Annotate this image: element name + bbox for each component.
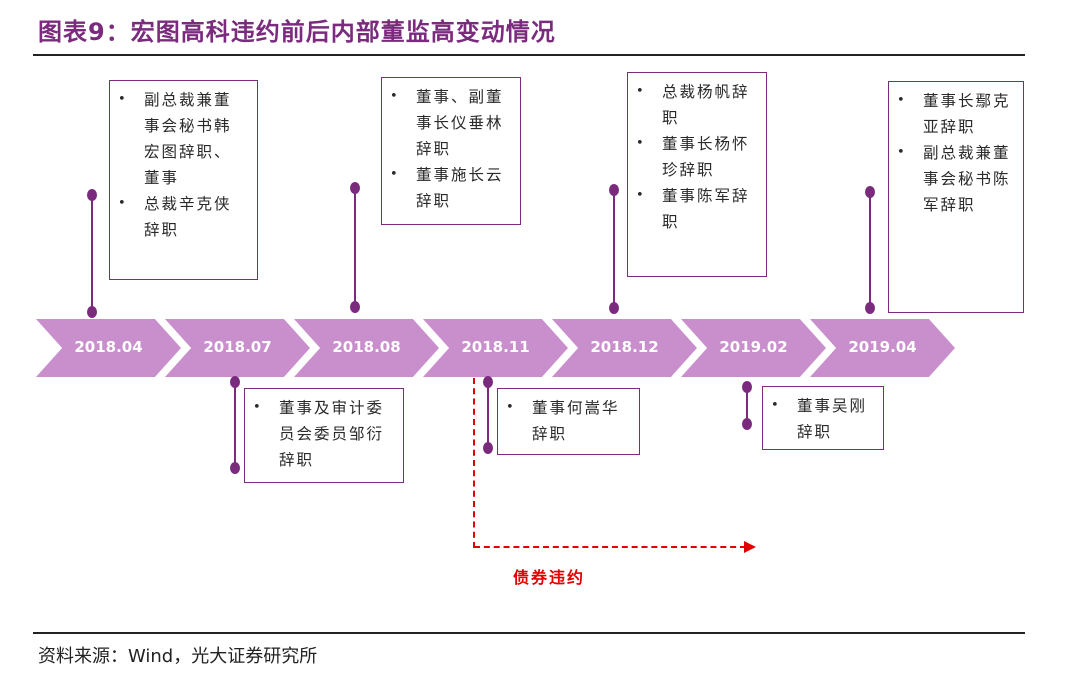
bullet-icon: • bbox=[897, 145, 905, 160]
list-item: • 董事及审计委员会委员邹衍辞职 bbox=[253, 395, 393, 473]
event-text: 董事陈军辞职 bbox=[662, 187, 750, 231]
event-text: 副总裁兼董事会秘书韩宏图辞职、董事 bbox=[144, 91, 232, 187]
timeline-chevron-2018-04: 2018.04 bbox=[36, 319, 181, 377]
list-item: • 副总裁兼董事会秘书陈军辞职 bbox=[897, 140, 1013, 218]
bullet-icon: • bbox=[636, 188, 644, 203]
event-text: 董事施长云辞职 bbox=[416, 166, 504, 210]
bullet-icon: • bbox=[390, 89, 398, 104]
connector-line bbox=[487, 382, 489, 448]
connector-dot bbox=[865, 302, 875, 314]
connector-dot bbox=[742, 381, 752, 393]
list-item: • 副总裁兼董事会秘书韩宏图辞职、董事 bbox=[118, 87, 247, 191]
top-divider bbox=[33, 54, 1025, 56]
connector-dot bbox=[483, 376, 493, 388]
list-item: • 董事长杨怀珍辞职 bbox=[636, 131, 756, 183]
bullet-icon: • bbox=[506, 400, 514, 415]
timeline-date: 2018.07 bbox=[203, 338, 272, 356]
timeline-date: 2019.02 bbox=[719, 338, 788, 356]
connector-dot bbox=[230, 462, 240, 474]
bullet-icon: • bbox=[897, 93, 905, 108]
bullet-icon: • bbox=[636, 84, 644, 99]
bullet-icon: • bbox=[390, 167, 398, 182]
bottom-divider bbox=[33, 632, 1025, 634]
connector-dot bbox=[87, 189, 97, 201]
connector-dot bbox=[87, 306, 97, 318]
event-text: 董事、副董事长仪垂林辞职 bbox=[416, 88, 504, 158]
default-period-line bbox=[474, 546, 746, 548]
list-item: • 总裁杨帆辞职 bbox=[636, 79, 756, 131]
connector-dot bbox=[230, 376, 240, 388]
event-box-2019-04: • 董事长鄢克亚辞职 • 副总裁兼董事会秘书陈军辞职 bbox=[888, 81, 1024, 313]
event-text: 董事长鄢克亚辞职 bbox=[923, 92, 1011, 136]
event-text: 董事吴刚辞职 bbox=[797, 397, 868, 441]
event-text: 董事何嵩华辞职 bbox=[532, 399, 620, 443]
timeline-chevron-2018-12: 2018.12 bbox=[552, 319, 697, 377]
arrow-right-icon bbox=[744, 541, 756, 553]
event-text: 董事长杨怀珍辞职 bbox=[662, 135, 750, 179]
connector-dot bbox=[483, 442, 493, 454]
connector-dot bbox=[609, 184, 619, 196]
connector-line bbox=[91, 194, 93, 312]
list-item: • 总裁辛克侠辞职 bbox=[118, 191, 247, 243]
chart-title: 图表9：宏图高科违约前后内部董监高变动情况 bbox=[38, 18, 556, 46]
default-marker-line bbox=[473, 378, 475, 548]
timeline-chevron-2019-02: 2019.02 bbox=[681, 319, 826, 377]
connector-line bbox=[746, 386, 748, 426]
timeline-chevron-2018-08: 2018.08 bbox=[294, 319, 439, 377]
connector-line bbox=[234, 382, 236, 470]
list-item: • 董事吴刚辞职 bbox=[771, 393, 873, 445]
event-text: 总裁杨帆辞职 bbox=[662, 83, 750, 127]
timeline-date: 2018.04 bbox=[74, 338, 143, 356]
event-text: 董事及审计委员会委员邹衍辞职 bbox=[279, 399, 385, 469]
event-box-2018-11: • 董事何嵩华辞职 bbox=[497, 388, 640, 455]
list-item: • 董事陈军辞职 bbox=[636, 183, 756, 235]
event-box-2019-02: • 董事吴刚辞职 bbox=[762, 386, 884, 450]
connector-dot bbox=[350, 182, 360, 194]
event-box-2018-12: • 总裁杨帆辞职 • 董事长杨怀珍辞职 • 董事陈军辞职 bbox=[627, 72, 767, 277]
timeline-date: 2019.04 bbox=[848, 338, 917, 356]
connector-line bbox=[354, 188, 356, 310]
event-box-2018-08: • 董事、副董事长仪垂林辞职 • 董事施长云辞职 bbox=[381, 77, 521, 225]
bullet-icon: • bbox=[118, 92, 126, 107]
connector-dot bbox=[609, 302, 619, 314]
timeline-chevron-2018-07: 2018.07 bbox=[165, 319, 310, 377]
timeline-chevron-2019-04: 2019.04 bbox=[810, 319, 955, 377]
timeline-date: 2018.12 bbox=[590, 338, 659, 356]
timeline-chevron-2018-11: 2018.11 bbox=[423, 319, 568, 377]
connector-dot bbox=[865, 186, 875, 198]
list-item: • 董事施长云辞职 bbox=[390, 162, 510, 214]
timeline-date: 2018.11 bbox=[461, 338, 530, 356]
bullet-icon: • bbox=[636, 136, 644, 151]
connector-dot bbox=[742, 418, 752, 430]
list-item: • 董事长鄢克亚辞职 bbox=[897, 88, 1013, 140]
source-note: 资料来源：Wind，光大证券研究所 bbox=[38, 646, 318, 667]
bullet-icon: • bbox=[253, 400, 261, 415]
connector-dot bbox=[350, 301, 360, 313]
timeline-date: 2018.08 bbox=[332, 338, 401, 356]
list-item: • 董事何嵩华辞职 bbox=[506, 395, 629, 447]
bullet-icon: • bbox=[118, 196, 126, 211]
event-box-2018-07: • 董事及审计委员会委员邹衍辞职 bbox=[244, 388, 404, 483]
bullet-icon: • bbox=[771, 398, 779, 413]
connector-line bbox=[869, 191, 871, 309]
event-text: 总裁辛克侠辞职 bbox=[144, 195, 232, 239]
bond-default-label: 债券违约 bbox=[513, 568, 586, 587]
list-item: • 董事、副董事长仪垂林辞职 bbox=[390, 84, 510, 162]
event-box-2018-04: • 副总裁兼董事会秘书韩宏图辞职、董事 • 总裁辛克侠辞职 bbox=[109, 80, 258, 280]
connector-line bbox=[613, 190, 615, 310]
event-text: 副总裁兼董事会秘书陈军辞职 bbox=[923, 144, 1011, 214]
